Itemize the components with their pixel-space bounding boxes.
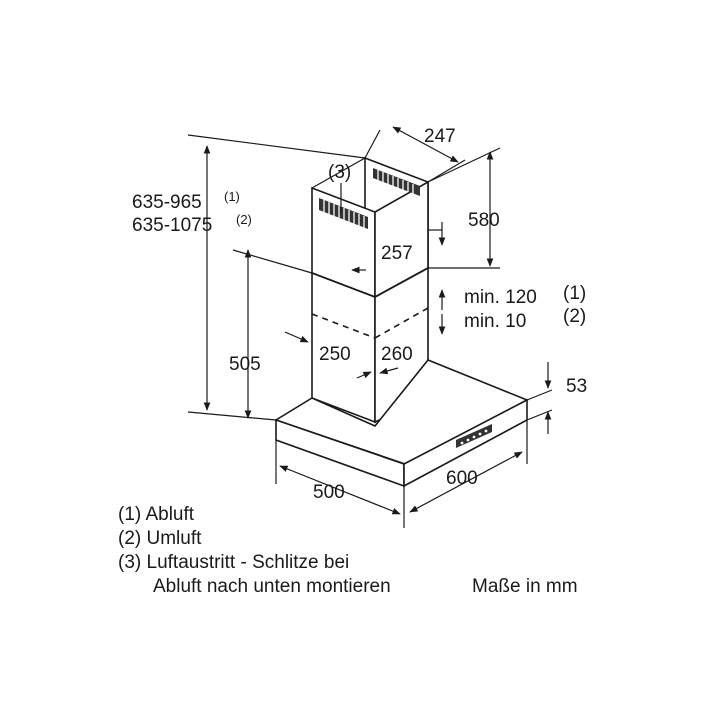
legend-item-slots: (3) Luftaustritt - Schlitze bei — [118, 552, 350, 573]
dim-53: 53 — [566, 376, 587, 397]
dim-600: 600 — [446, 468, 478, 489]
dim-250: 250 — [319, 344, 351, 365]
control-panel — [456, 424, 492, 448]
total-height-abluft: 635-965 — [132, 192, 202, 213]
dim-247: 247 — [424, 126, 456, 147]
note-1-superscript: (1) — [224, 189, 240, 204]
min-umluft: min. 10 — [464, 311, 526, 332]
dimension-lines — [187, 126, 553, 528]
dimension-labels: 635-965 (1) 635-1075 (2) (3) 247 580 257… — [132, 126, 587, 503]
slots-callout: (3) — [328, 162, 351, 183]
dim-500: 500 — [313, 482, 345, 503]
legend-item-umluft: (2) Umluft — [118, 528, 202, 549]
dim-257: 257 — [381, 243, 413, 264]
note-2-superscript: (2) — [236, 212, 252, 227]
legend: (1) Abluft (2) Umluft (3) Luftaustritt -… — [118, 503, 391, 599]
units-note: Maße in mm — [472, 576, 578, 597]
legend-item-abluft: (1) Abluft — [118, 504, 195, 525]
air-outlet-slots-front — [319, 198, 368, 229]
dim-260: 260 — [381, 344, 413, 365]
total-height-umluft: 635-1075 — [132, 215, 212, 236]
min-umluft-note: (2) — [563, 306, 586, 327]
air-outlet-slots-rear — [373, 168, 420, 196]
legend-item-slots-continued: Abluft nach unten montieren — [153, 576, 391, 597]
min-abluft: min. 120 — [464, 287, 537, 308]
min-abluft-note: (1) — [563, 283, 586, 304]
dim-505: 505 — [229, 354, 261, 375]
dim-580: 580 — [468, 210, 500, 231]
